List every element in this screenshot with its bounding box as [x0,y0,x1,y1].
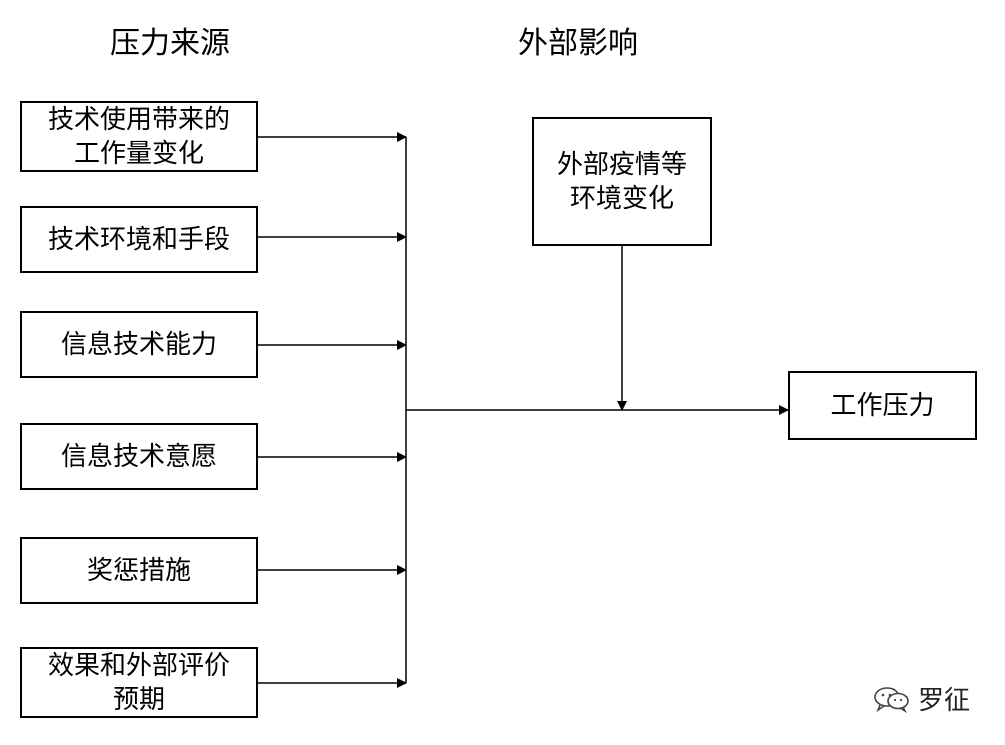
watermark-text: 罗征 [918,686,971,716]
result-label: 工作压力 [830,390,935,421]
heading-external-influence: 外部影响 [518,26,638,61]
heading-pressure-sources: 压力来源 [110,26,230,61]
watermark: 罗征 [872,680,970,717]
source-label: 效果和外部评价 预期 [47,650,230,715]
source-box-workload-change: 技术使用带来的 工作量变化 [20,101,258,172]
external-label: 外部疫情等 环境变化 [556,149,687,214]
source-box-effect-expectation: 效果和外部评价 预期 [20,647,258,718]
source-box-tech-environment: 技术环境和手段 [20,206,258,273]
source-label: 奖惩措施 [86,555,191,586]
external-box-epidemic: 外部疫情等 环境变化 [532,117,712,246]
source-label: 技术环境和手段 [47,224,230,255]
source-label: 信息技术能力 [60,329,217,360]
result-box-work-pressure: 工作压力 [788,371,977,440]
source-label: 信息技术意愿 [60,441,217,472]
source-label: 技术使用带来的 工作量变化 [47,104,230,169]
source-box-it-ability: 信息技术能力 [20,311,258,378]
wechat-logo-icon [874,686,909,713]
source-box-it-willingness: 信息技术意愿 [20,423,258,490]
source-box-rewards-penalties: 奖惩措施 [20,537,258,604]
